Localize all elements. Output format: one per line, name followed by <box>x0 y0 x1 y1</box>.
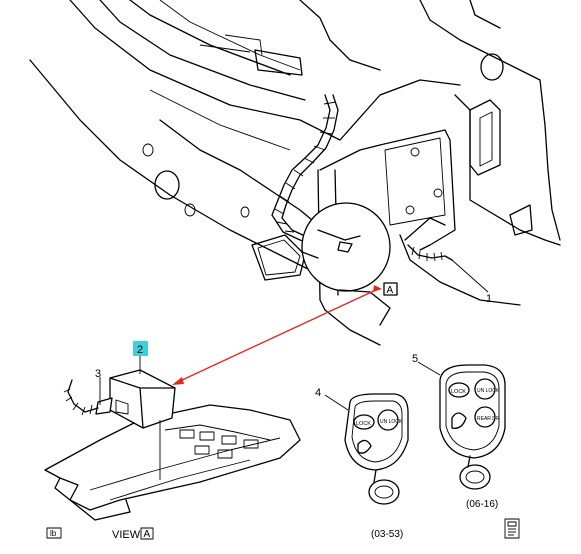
callout-5: 5 <box>412 353 418 365</box>
svg-text:A: A <box>144 529 151 540</box>
svg-text:2: 2 <box>137 344 143 356</box>
document-icon <box>504 518 520 539</box>
svg-text:A: A <box>387 285 394 296</box>
receiver-module-illustration <box>44 369 301 521</box>
svg-text:5: 5 <box>412 353 418 365</box>
corner-tag: lb <box>46 527 62 539</box>
callout-1: 1 <box>486 293 492 305</box>
callout-2: 2 <box>133 341 148 374</box>
key-fob-small <box>324 393 409 505</box>
svg-text:VIEW: VIEW <box>112 529 141 541</box>
callout-4: 4 <box>315 387 321 399</box>
svg-text:4: 4 <box>315 387 321 399</box>
key-fob-large <box>417 361 506 490</box>
svg-text:3: 3 <box>95 368 101 380</box>
fob-large-rear-label: REAR DR <box>477 416 500 422</box>
svg-text:lb: lb <box>50 529 57 538</box>
svg-text:1: 1 <box>486 293 492 305</box>
view-marker-a: A <box>387 285 394 296</box>
fob-small-date: (03-53) <box>371 529 403 540</box>
fob-large-date: (06-16) <box>466 499 498 510</box>
fob-small-unlock-label: UN LOCK <box>380 419 403 425</box>
callout-3: 3 <box>95 368 101 380</box>
fob-small-lock-label: LOCK <box>356 421 371 427</box>
view-caption: VIEW A <box>112 527 154 541</box>
view-arrow <box>172 285 382 385</box>
fob-large-unlock-label: UN LOCK <box>477 388 500 394</box>
dash-panel-illustration <box>29 0 561 346</box>
fob-large-lock-label: LOCK <box>451 389 466 395</box>
